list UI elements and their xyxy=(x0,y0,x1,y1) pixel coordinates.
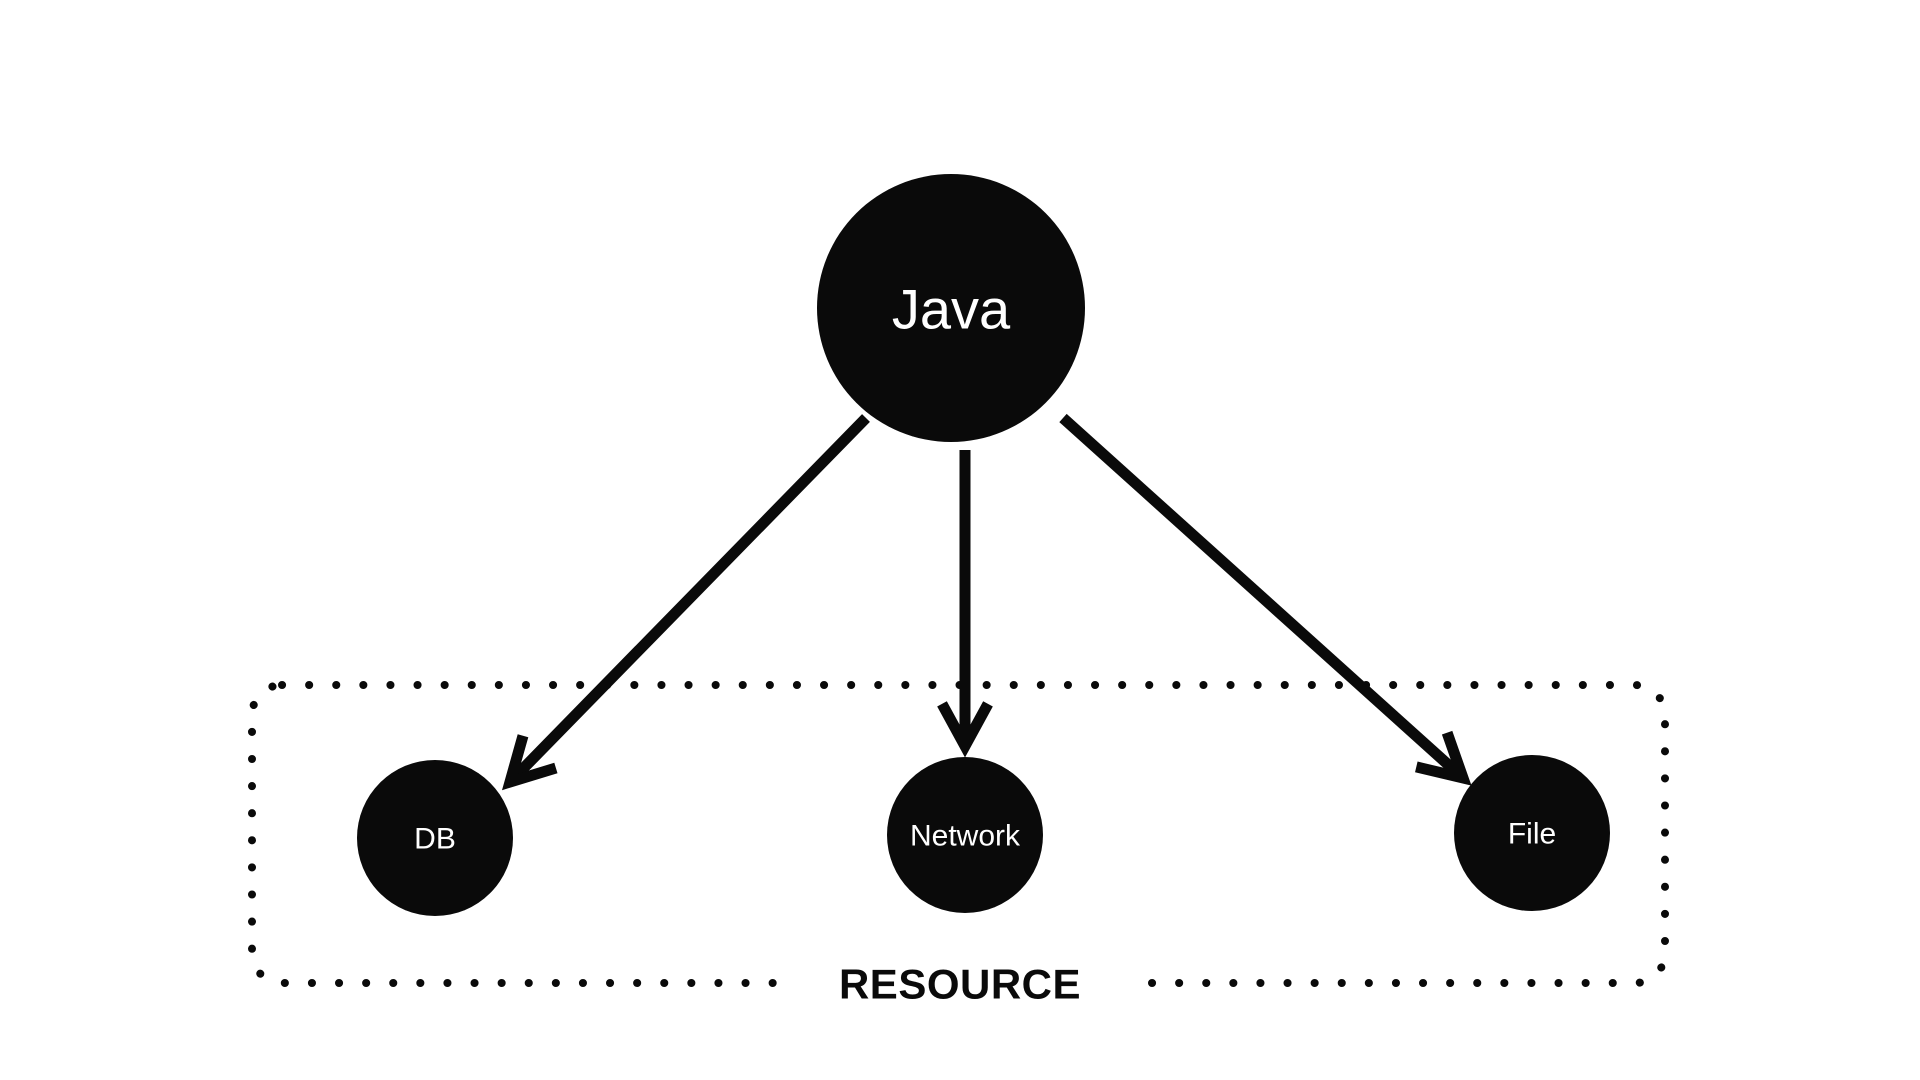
circle-node-icon xyxy=(1454,755,1610,911)
edge-java-to-db xyxy=(501,414,870,791)
edge-java-to-file xyxy=(1059,413,1472,786)
arrow-down-left-icon xyxy=(501,734,558,791)
circle-node-icon xyxy=(887,757,1043,913)
node-db[interactable]: DB xyxy=(357,760,513,916)
node-label-java: Java xyxy=(892,278,1011,341)
circle-node-icon xyxy=(357,760,513,916)
node-label-db: DB xyxy=(414,823,456,856)
node-network[interactable]: Network xyxy=(887,757,1043,913)
resource-group-label: RESOURCE xyxy=(839,961,1081,1008)
resource-group-boundary xyxy=(248,681,1669,1010)
arrow-down-right-icon xyxy=(1415,730,1472,786)
circle-node-icon xyxy=(817,174,1085,442)
node-file[interactable]: File xyxy=(1454,755,1610,911)
node-java[interactable]: Java xyxy=(817,174,1085,442)
edge-line xyxy=(1059,413,1467,783)
edges-layer xyxy=(501,413,1472,791)
group-label-mask xyxy=(787,958,1133,1010)
arrow-down-icon xyxy=(937,701,993,758)
edge-line xyxy=(506,414,870,786)
node-label-network: Network xyxy=(910,820,1021,853)
edge-java-to-network xyxy=(937,450,993,758)
node-label-file: File xyxy=(1508,818,1556,851)
